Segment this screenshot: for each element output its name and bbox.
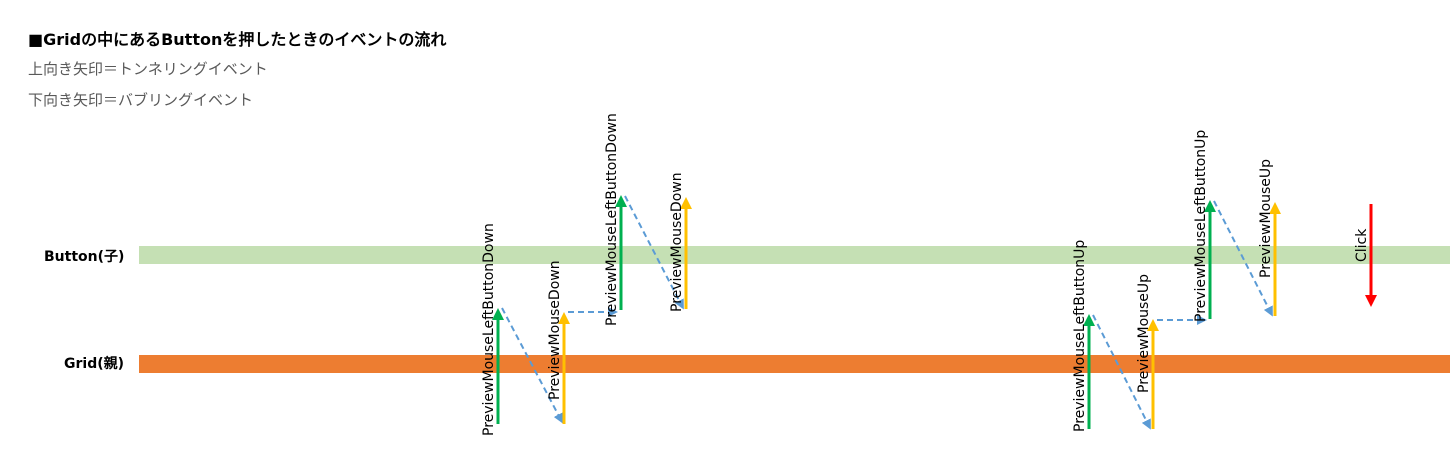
- diagram-title: ■Gridの中にあるButtonを押したときのイベントの流れ: [28, 30, 447, 49]
- grid-layer-band: [139, 355, 1450, 373]
- flow-connector-1: [501, 307, 563, 424]
- button-layer-label: Button(子): [44, 249, 125, 265]
- event-label-3: PreviewMouseLeftButtonDown: [604, 113, 620, 326]
- grid-layer-label: Grid(親): [64, 356, 125, 372]
- button-layer-band: [139, 246, 1450, 264]
- event-label-1: PreviewMouseLeftButtonDown: [481, 223, 497, 436]
- event-label-8: PreviewMouseUp: [1258, 159, 1274, 278]
- flow-connector-4: [1092, 314, 1151, 430]
- event-label-7: PreviewMouseLeftButtonUp: [1193, 130, 1209, 322]
- event-label-5: PreviewMouseLeftButtonUp: [1072, 240, 1088, 432]
- flow-connector-3: [624, 195, 684, 310]
- legend-tunneling: 上向き矢印＝トンネリングイベント: [28, 60, 268, 78]
- event-label-2: PreviewMouseDown: [547, 260, 563, 400]
- legend-bubbling: 下向き矢印＝バブリングイベント: [28, 91, 254, 109]
- event-label-6: PreviewMouseUp: [1136, 274, 1152, 393]
- event-label-4: PreviewMouseDown: [669, 172, 685, 312]
- event-label-9: Click: [1354, 228, 1370, 262]
- flow-connector-6: [1213, 200, 1273, 317]
